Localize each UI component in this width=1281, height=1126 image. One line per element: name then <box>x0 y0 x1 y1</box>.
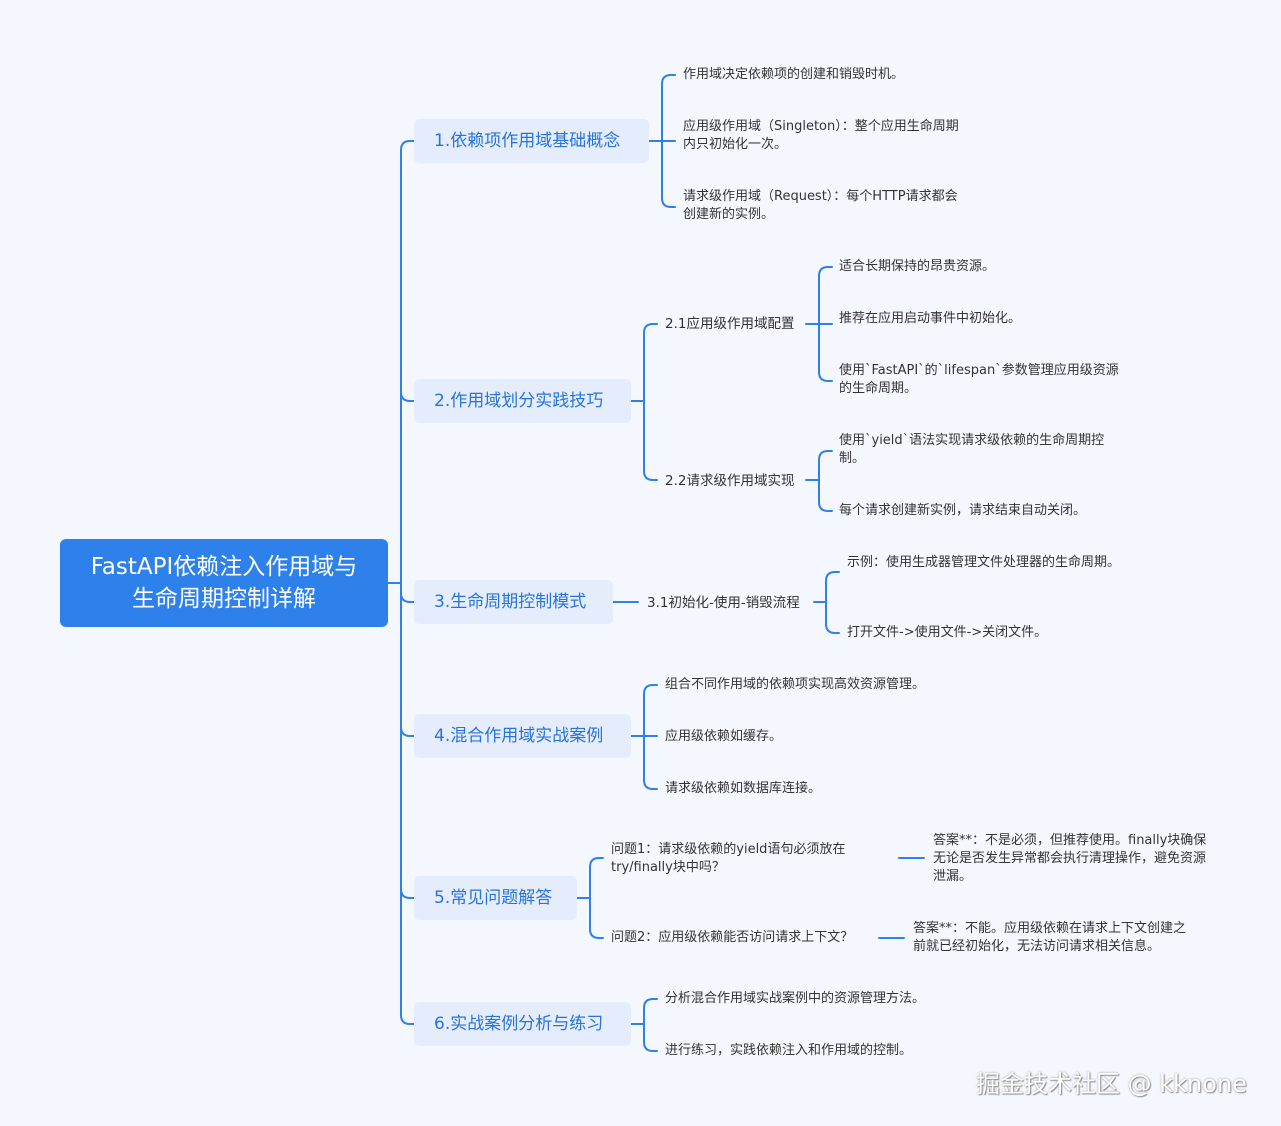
leaf-node[interactable]: 应用级作用域（Singleton）：整个应用生命周期内只初始化一次。 <box>683 119 959 152</box>
leaf-node[interactable]: 组合不同作用域的依赖项实现高效资源管理。 <box>665 677 926 692</box>
leaf-node[interactable]: 推荐在应用启动事件中初始化。 <box>839 311 1022 326</box>
sub31-links <box>813 571 840 634</box>
leaf-node[interactable]: 使用`FastAPI`的`lifespan`参数管理应用级资源的生命周期。 <box>839 363 1119 396</box>
leaf-node[interactable]: 作用域决定依赖项的创建和销毁时机。 <box>683 67 905 82</box>
branch-node-5[interactable]: 5.常见问题解答 <box>414 876 577 920</box>
leaf-node[interactable]: 使用`yield`语法实现请求级依赖的生命周期控制。 <box>839 433 1105 466</box>
sub-node-2-1[interactable]: 2.1应用级作用域配置 <box>665 316 795 332</box>
leaf-node[interactable]: 应用级依赖如缓存。 <box>665 729 783 744</box>
leaf-node[interactable]: 答案**：不能。应用级依赖在请求上下文创建之前就已经初始化，无法访问请求相关信息… <box>913 921 1187 954</box>
leaf-node[interactable]: 请求级依赖如数据库连接。 <box>665 781 822 796</box>
sub-node-2-2[interactable]: 2.2请求级作用域实现 <box>665 473 795 489</box>
watermark: 掘金技术社区 @ kknone <box>976 1070 1247 1098</box>
branch-node-6[interactable]: 6.实战案例分析与练习 <box>414 1002 631 1046</box>
sub-node-5-1[interactable]: 问题1：请求级依赖的yield语句必须放在try/finally块中吗？ <box>611 842 846 875</box>
branch1-links <box>648 74 676 208</box>
leaf-node[interactable]: 答案**：不是必须，但推荐使用。finally块确保无论是否发生异常都会执行清理… <box>933 833 1207 884</box>
branch-node-2[interactable]: 2.作用域划分实践技巧 <box>414 379 631 423</box>
root-node[interactable]: FastAPI依赖注入作用域与 生命周期控制详解 <box>60 539 388 627</box>
leaf-node[interactable]: 适合长期保持的昂贵资源。 <box>839 259 996 274</box>
leaf-node[interactable]: 进行练习，实践依赖注入和作用域的控制。 <box>665 1043 913 1058</box>
root-trunk <box>387 140 415 1025</box>
branch2-links <box>630 323 658 481</box>
branch-node-3[interactable]: 3.生命周期控制模式 <box>414 580 613 624</box>
leaf-node[interactable]: 打开文件->使用文件->关闭文件。 <box>847 625 1048 640</box>
sub21-links <box>805 266 833 382</box>
branch-node-1[interactable]: 1.依赖项作用域基础概念 <box>414 119 649 163</box>
sub22-links <box>805 450 833 512</box>
leaf-node[interactable]: 示例：使用生成器管理文件处理器的生命周期。 <box>847 555 1121 570</box>
leaf-node[interactable]: 分析混合作用域实战案例中的资源管理方法。 <box>665 991 926 1006</box>
branch4-links <box>630 684 658 790</box>
branch5-links <box>576 857 604 939</box>
root-title-line1: FastAPI依赖注入作用域与 <box>90 554 358 580</box>
leaf-node[interactable]: 每个请求创建新实例，请求结束自动关闭。 <box>839 503 1087 518</box>
branch-node-4[interactable]: 4.混合作用域实战案例 <box>414 714 631 758</box>
sub-node-5-2[interactable]: 问题2：应用级依赖能否访问请求上下文？ <box>611 930 854 945</box>
branch6-links <box>630 998 658 1052</box>
leaf-node[interactable]: 请求级作用域（Request）：每个HTTP请求都会创建新的实例。 <box>683 189 958 222</box>
sub-node-3-1[interactable]: 3.1初始化-使用-销毁流程 <box>647 595 800 611</box>
root-title-line2: 生命周期控制详解 <box>132 586 316 612</box>
